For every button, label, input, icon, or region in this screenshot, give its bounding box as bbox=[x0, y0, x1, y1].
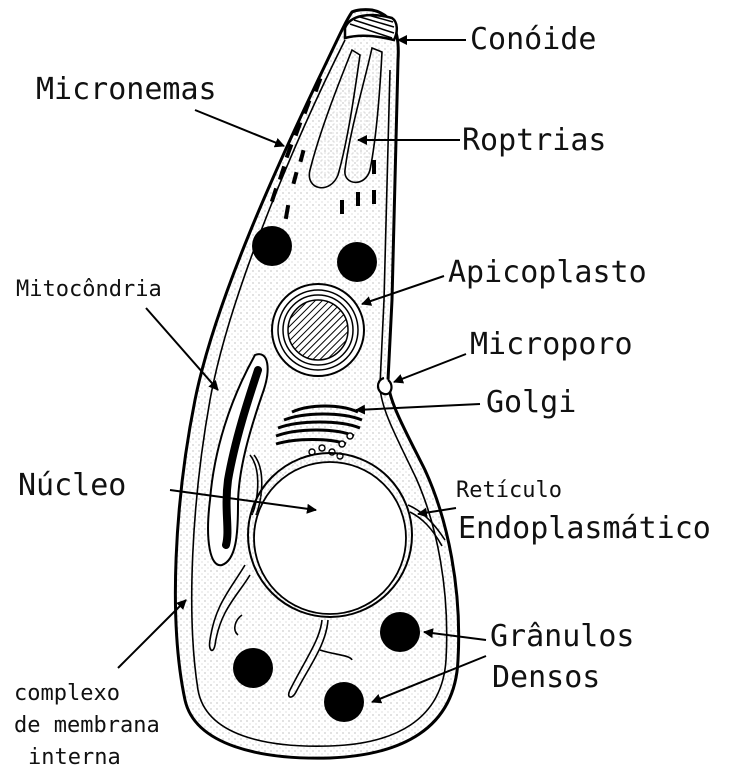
dense-granule bbox=[380, 612, 420, 652]
label-complexo-line2: de membrana bbox=[14, 713, 160, 738]
label-granulos-line2: Densos bbox=[492, 660, 600, 695]
cell-outer-membrane bbox=[175, 10, 458, 759]
label-granulos-line1: Grânulos bbox=[490, 619, 635, 654]
label-reticulo-line1: Retículo bbox=[456, 478, 562, 503]
label-roptrias: Roptrias bbox=[462, 123, 607, 158]
label-mitocondria: Mitocôndria bbox=[16, 277, 162, 302]
label-micronemas: Micronemas bbox=[36, 72, 217, 107]
micropore bbox=[378, 378, 391, 394]
label-golgi: Golgi bbox=[486, 385, 576, 420]
label-conoide: Conóide bbox=[470, 22, 596, 57]
label-microporo: Microporo bbox=[470, 327, 633, 362]
label-apicoplasto: Apicoplasto bbox=[448, 255, 647, 290]
nucleus bbox=[248, 453, 412, 617]
apicoplast bbox=[272, 284, 364, 376]
label-complexo-line1: complexo bbox=[14, 681, 120, 706]
label-nucleo: Núcleo bbox=[18, 468, 126, 503]
conoid bbox=[345, 15, 397, 40]
label-reticulo-line2: Endoplasmático bbox=[458, 511, 711, 546]
dense-granule bbox=[324, 682, 364, 722]
dense-granule bbox=[252, 226, 292, 266]
dense-granule bbox=[233, 648, 273, 688]
dense-granule bbox=[337, 242, 377, 282]
label-complexo-line3: interna bbox=[28, 745, 121, 770]
